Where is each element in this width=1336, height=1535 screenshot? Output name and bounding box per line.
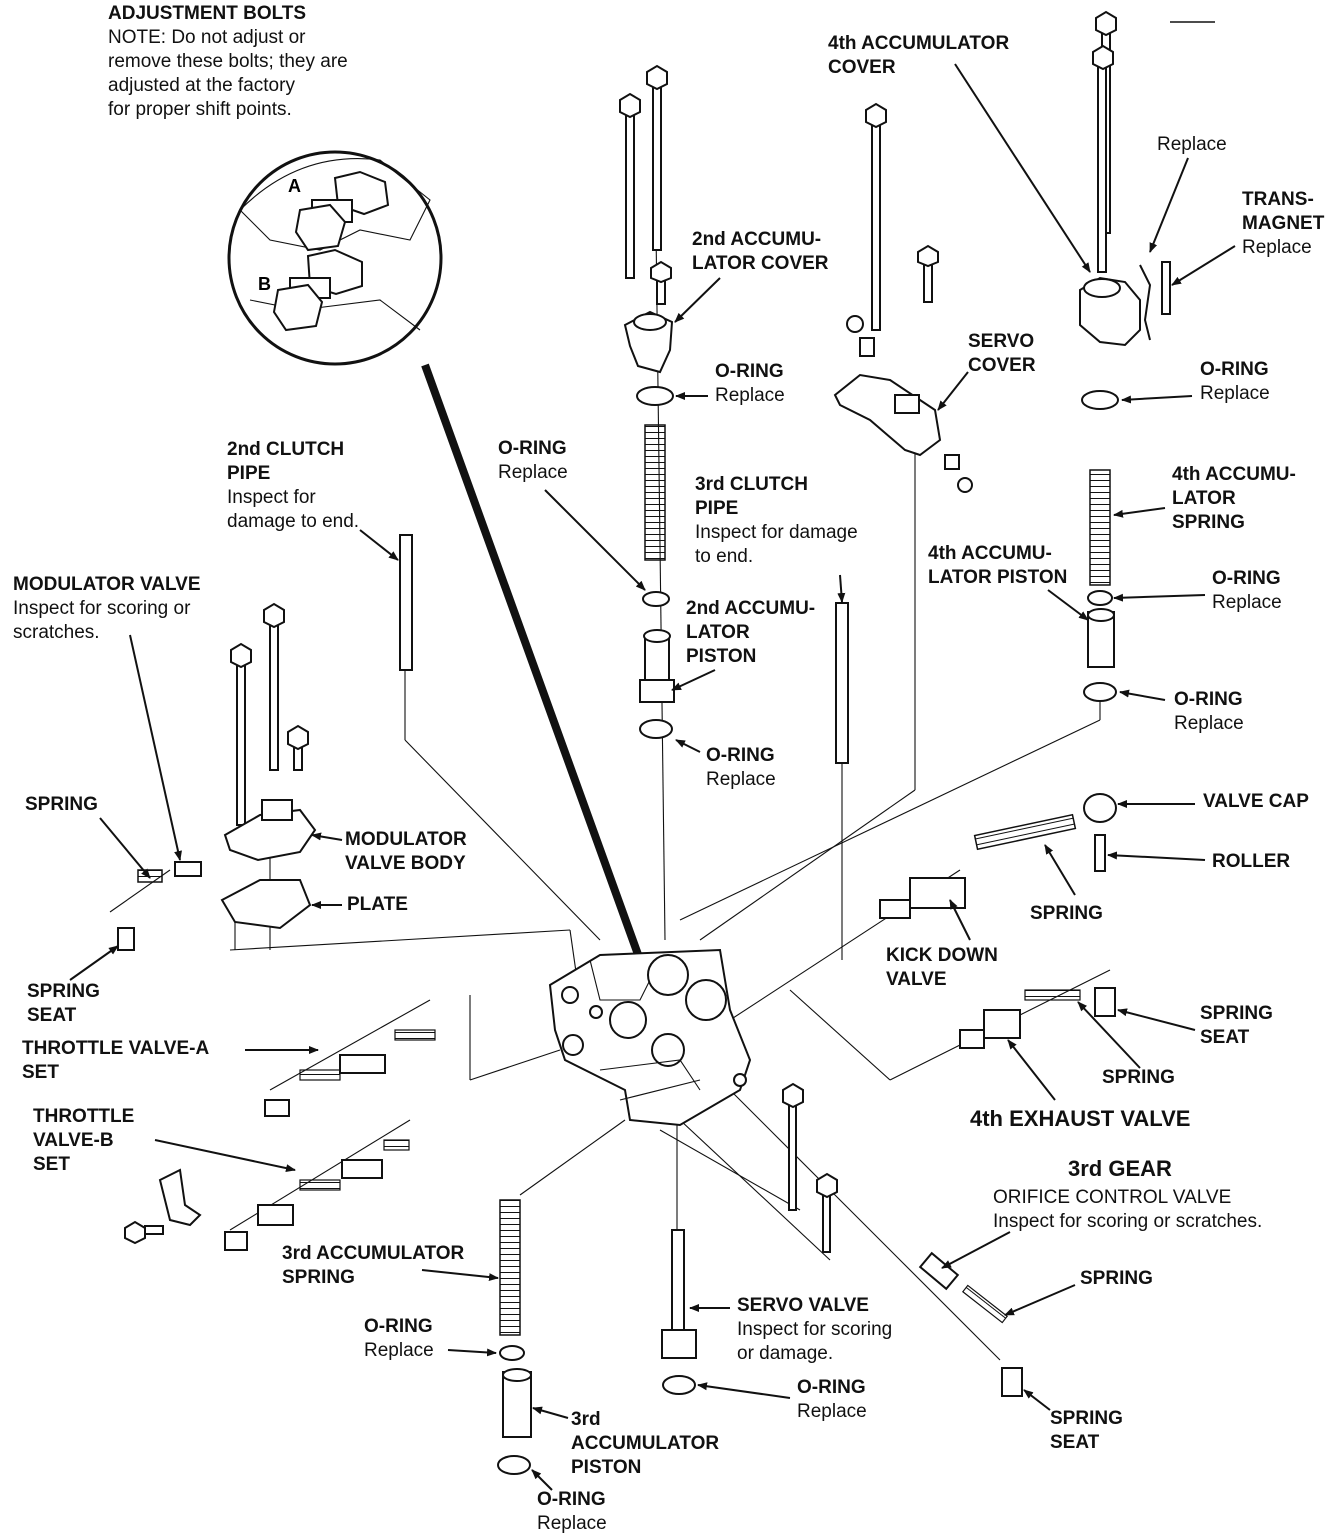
label-oring-2nd-spring: O-RING Replace <box>498 438 568 483</box>
label-4th-accumulator-piston: 4th ACCUMU- LATOR PISTON <box>928 543 1068 588</box>
inset-label-b: B <box>258 274 271 294</box>
label-adjustment-bolts: ADJUSTMENT BOLTS NOTE: Do not adjust or … <box>108 3 348 120</box>
label-roller: ROLLER <box>1212 851 1291 872</box>
guide-lines <box>109 229 1111 1361</box>
accum4-cover-part <box>1079 261 1171 347</box>
accum3-spring-part <box>499 1199 521 1336</box>
modulator-spring-part <box>137 869 163 883</box>
inset-label-a: A <box>288 176 301 196</box>
clutch3-pipe-part <box>835 602 849 764</box>
kick-spring-part <box>973 813 1077 851</box>
label-spring-seat-left: SPRING SEAT <box>27 981 100 1026</box>
label-spring-kick-down: SPRING <box>1030 903 1103 924</box>
accum4-piston-part <box>1087 608 1115 668</box>
oring-servo-valve <box>662 1375 696 1395</box>
label-kick-down-valve: KICK DOWN VALVE <box>886 945 998 990</box>
label-4th-accumulator-spring: 4th ACCUMU- LATOR SPRING <box>1172 464 1296 533</box>
label-2nd-clutch-pipe: 2nd CLUTCH PIPE Inspect for damage to en… <box>227 439 360 532</box>
label-valve-cap: VALVE CAP <box>1203 791 1309 812</box>
inset-leader <box>421 363 644 962</box>
modulator-valve-part <box>174 861 202 877</box>
throttle-bracket-part <box>124 1168 202 1245</box>
oring-2nd-accum-bottom <box>639 719 673 739</box>
label-replace-top: Replace <box>1157 134 1227 155</box>
orifice-valve-part <box>918 1251 1023 1397</box>
roller-part <box>1094 834 1106 872</box>
bolts-2nd-accumulator <box>619 64 672 305</box>
leader-arrows <box>69 63 1236 1491</box>
label-trans-magnet: TRANS- MAGNET Replace <box>1242 189 1325 258</box>
label-2nd-accumulator-cover: 2nd ACCUMU- LATOR COVER <box>692 229 829 274</box>
label-spring-seat-bottom: SPRING SEAT <box>1050 1408 1123 1453</box>
throttle-b-part <box>224 1119 411 1251</box>
label-oring-3rd-bottom: O-RING Replace <box>537 1489 607 1534</box>
adjustment-bolt-a <box>294 170 390 252</box>
valve-body <box>548 948 752 1127</box>
throttle-a-part <box>264 999 436 1117</box>
accum3-piston-part <box>502 1368 532 1438</box>
label-spring-seat-right: SPRING SEAT <box>1200 1003 1273 1048</box>
label-throttle-valve-a: THROTTLE VALVE-A SET <box>22 1038 210 1083</box>
label-oring-4th-cover: O-RING Replace <box>1200 359 1270 404</box>
label-oring-servo: O-RING Replace <box>797 1377 867 1422</box>
label-3rd-accumulator-piston: 3rd ACCUMULATOR PISTON <box>571 1409 720 1478</box>
oring-2nd-accum-mid <box>642 591 670 607</box>
accum2-piston-part <box>639 629 675 703</box>
exhaust4-part <box>959 987 1116 1049</box>
oring-3rd-accum-mid <box>499 1345 525 1361</box>
label-oring-4th-mid: O-RING Replace <box>1212 568 1282 613</box>
label-4th-accumulator-cover: 4th ACCUMULATOR COVER <box>828 33 1010 78</box>
accum2-cover-part <box>623 310 674 374</box>
spring-seat-left-part <box>117 927 135 951</box>
label-3rd-clutch-pipe: 3rd CLUTCH PIPE Inspect for damage to en… <box>695 474 858 567</box>
label-orifice-control-valve: ORIFICE CONTROL VALVE Inspect for scorin… <box>993 1187 1263 1232</box>
accum4-spring-part <box>1089 469 1111 586</box>
label-oring-3rd-mid: O-RING Replace <box>364 1316 434 1361</box>
oring-4th-accum-cover <box>1081 390 1119 410</box>
label-2nd-accumulator-piston: 2nd ACCUMU- LATOR PISTON <box>686 598 816 667</box>
label-oring-4th-bottom: O-RING Replace <box>1174 689 1244 734</box>
label-oring-2nd-cover: O-RING Replace <box>715 361 785 406</box>
servo-cover-part <box>833 315 973 493</box>
label-3rd-accumulator-spring: 3rd ACCUMULATOR SPRING <box>282 1243 465 1288</box>
label-modulator-valve: MODULATOR VALVE Inspect for scoring or s… <box>13 574 201 643</box>
bolts-4th-accumulator <box>1092 10 1215 273</box>
modulator-body-part <box>223 799 317 862</box>
label-servo-valve: SERVO VALVE Inspect for scoring or damag… <box>737 1295 893 1364</box>
label-spring-modulator: SPRING <box>25 794 98 815</box>
label-4th-exhaust-valve: 4th EXHAUST VALVE <box>970 1106 1191 1131</box>
label-modulator-valve-body: MODULATOR VALVE BODY <box>345 829 467 874</box>
label-spring-exhaust: SPRING <box>1102 1067 1175 1088</box>
lower-bolts <box>782 1082 838 1253</box>
label-spring-orifice: SPRING <box>1080 1268 1153 1289</box>
adjustment-bolts-inset: A B <box>227 150 443 366</box>
kick-down-part <box>879 877 966 919</box>
valve-cap-part <box>1083 793 1117 823</box>
label-plate: PLATE <box>347 894 408 915</box>
label-3rd-gear: 3rd GEAR <box>1068 1156 1172 1181</box>
servo-cover-bolts <box>865 102 939 331</box>
label-servo-cover: SERVO COVER <box>968 331 1036 376</box>
clutch2-pipe-part <box>399 534 413 671</box>
oring-4th-accum-bottom <box>1083 682 1117 702</box>
label-throttle-valve-b: THROTTLE VALVE-B SET <box>33 1106 135 1175</box>
servo-valve-part <box>661 1229 697 1359</box>
adjustment-bolt-b <box>272 248 363 332</box>
oring-4th-accum-mid <box>1087 590 1113 606</box>
label-oring-2nd-bottom: O-RING Replace <box>706 745 776 790</box>
plate-part <box>220 879 312 930</box>
oring-2nd-accum-cover <box>636 386 674 406</box>
modulator-bolts <box>230 602 309 826</box>
oring-3rd-accum-bottom <box>497 1455 531 1475</box>
accum2-spring-part <box>644 424 666 561</box>
